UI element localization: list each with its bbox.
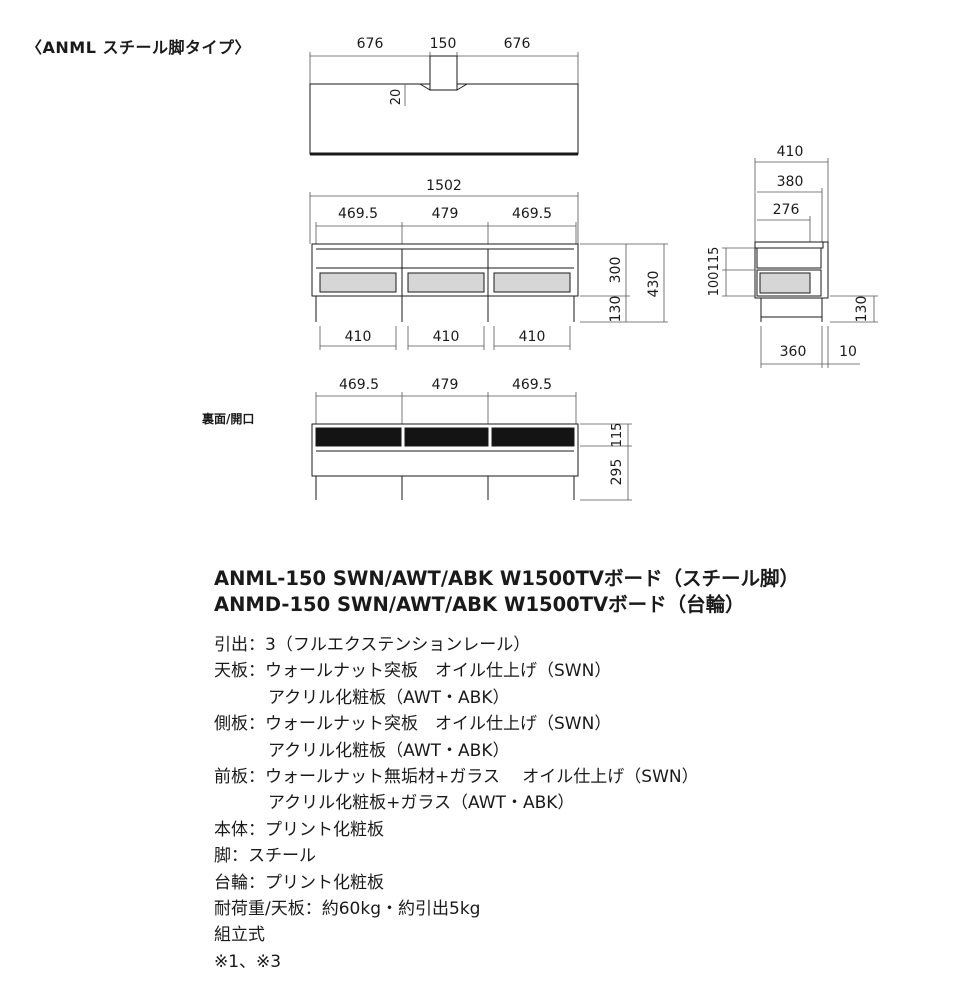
dim-front-comp-right: 469.5 <box>512 206 552 222</box>
spec-label: 引出： <box>214 635 265 655</box>
spec-line: アクリル化粧板+ガラス（AWT・ABK） <box>214 790 699 816</box>
back-view: 469.5 479 469.5 115 295 <box>311 377 632 501</box>
dim-leg-span-2: 410 <box>433 329 460 345</box>
dim-back-comp-left: 469.5 <box>339 377 379 393</box>
dim-leg-span-3: 410 <box>519 329 546 345</box>
dim-top-left: 676 <box>357 36 384 52</box>
dim-front-comp-center: 479 <box>432 206 459 222</box>
dim-top-notch: 20 <box>389 89 404 106</box>
spec-value: ※1、※3 <box>214 951 282 972</box>
front-view: 1502 469.5 479 469.5 300 130 43 <box>309 178 668 350</box>
spec-value: ウォールナット無垢材+ガラス オイル仕上げ（SWN） <box>265 767 699 788</box>
spec-line: 台輪：プリント化粧板 <box>214 870 699 896</box>
dim-back-lower: 295 <box>609 459 625 486</box>
spec-value: ウォールナット突板 オイル仕上げ（SWN） <box>265 661 612 682</box>
dim-side-depth-inner: 380 <box>777 174 804 190</box>
spec-line: 耐荷重/天板：約60kg・約引出5kg <box>214 896 699 922</box>
spec-label: 前板： <box>214 767 265 788</box>
dim-side-base-depth: 360 <box>780 344 807 360</box>
dim-front-comp-left: 469.5 <box>338 206 378 222</box>
spec-value: プリント化粧板 <box>265 819 384 840</box>
spec-value: スチール <box>248 846 316 867</box>
spec-line: 組立式 <box>214 922 699 948</box>
spec-label: 側板： <box>214 714 265 735</box>
dim-side-lower: 100 <box>707 272 722 297</box>
dim-side-depth-total: 410 <box>777 144 804 160</box>
spec-line: 前板：ウォールナット無垢材+ガラス オイル仕上げ（SWN） <box>214 764 699 790</box>
spec-line: 脚：スチール <box>214 843 699 869</box>
dim-side-leg: 130 <box>854 296 870 323</box>
dim-overall-width: 1502 <box>426 178 462 194</box>
dim-top-right: 676 <box>504 36 531 52</box>
spec-value: 組立式 <box>214 925 265 946</box>
spec-label: 脚： <box>214 846 248 867</box>
dim-side-upper: 115 <box>707 247 722 272</box>
model-name-steel-leg: ANML-150 SWN/AWT/ABK W1500TVボード（スチール脚） <box>214 567 800 590</box>
dim-side-offset: 10 <box>839 344 857 360</box>
dim-side-drawer-depth: 276 <box>773 202 800 218</box>
spec-line: 天板：ウォールナット突板 オイル仕上げ（SWN） <box>214 658 699 684</box>
spec-label: 耐荷重/天板： <box>214 899 322 920</box>
top-view: 676 150 676 20 <box>309 36 579 156</box>
spec-line: ※1、※3 <box>214 949 699 975</box>
spec-label: 台輪： <box>214 872 265 893</box>
section-title: 〈ANML スチール脚タイプ〉 <box>26 38 251 57</box>
back-view-label: 裏面/開口 <box>202 412 255 426</box>
dim-total-height: 430 <box>646 271 662 298</box>
spec-label: 天板： <box>214 661 265 682</box>
spec-list: 引出：3（フルエクステンションレール）天板：ウォールナット突板 オイル仕上げ（S… <box>214 632 699 975</box>
spec-value: 3（フルエクステンションレール） <box>265 635 531 655</box>
dim-leg-height: 130 <box>608 296 624 323</box>
dim-back-comp-center: 479 <box>432 377 459 393</box>
spec-value: アクリル化粧板（AWT・ABK） <box>268 740 510 761</box>
model-name-plinth: ANMD-150 SWN/AWT/ABK W1500TVボード（台輪） <box>214 593 745 616</box>
spec-line: 側板：ウォールナット突板 オイル仕上げ（SWN） <box>214 711 699 737</box>
spec-line: 本体：プリント化粧板 <box>214 817 699 843</box>
dim-leg-span-1: 410 <box>345 329 372 345</box>
spec-value: アクリル化粧板+ガラス（AWT・ABK） <box>268 793 575 814</box>
spec-label: 本体： <box>214 819 265 840</box>
dim-drawer-height: 300 <box>608 257 624 284</box>
spec-line: 引出：3（フルエクステンションレール） <box>214 632 699 658</box>
side-view: 410 380 276 115 100 130 <box>707 144 878 368</box>
spec-value: ウォールナット突板 オイル仕上げ（SWN） <box>265 714 612 735</box>
dim-top-center: 150 <box>430 36 457 52</box>
spec-value: プリント化粧板 <box>265 872 384 893</box>
spec-line: アクリル化粧板（AWT・ABK） <box>214 738 699 764</box>
dim-back-comp-right: 469.5 <box>512 377 552 393</box>
spec-line: アクリル化粧板（AWT・ABK） <box>214 685 699 711</box>
dim-back-opening: 115 <box>610 423 625 448</box>
model-names: ANML-150 SWN/AWT/ABK W1500TVボード（スチール脚） A… <box>214 566 799 618</box>
spec-value: アクリル化粧板（AWT・ABK） <box>268 687 510 708</box>
spec-value: 約60kg・約引出5kg <box>321 899 481 920</box>
